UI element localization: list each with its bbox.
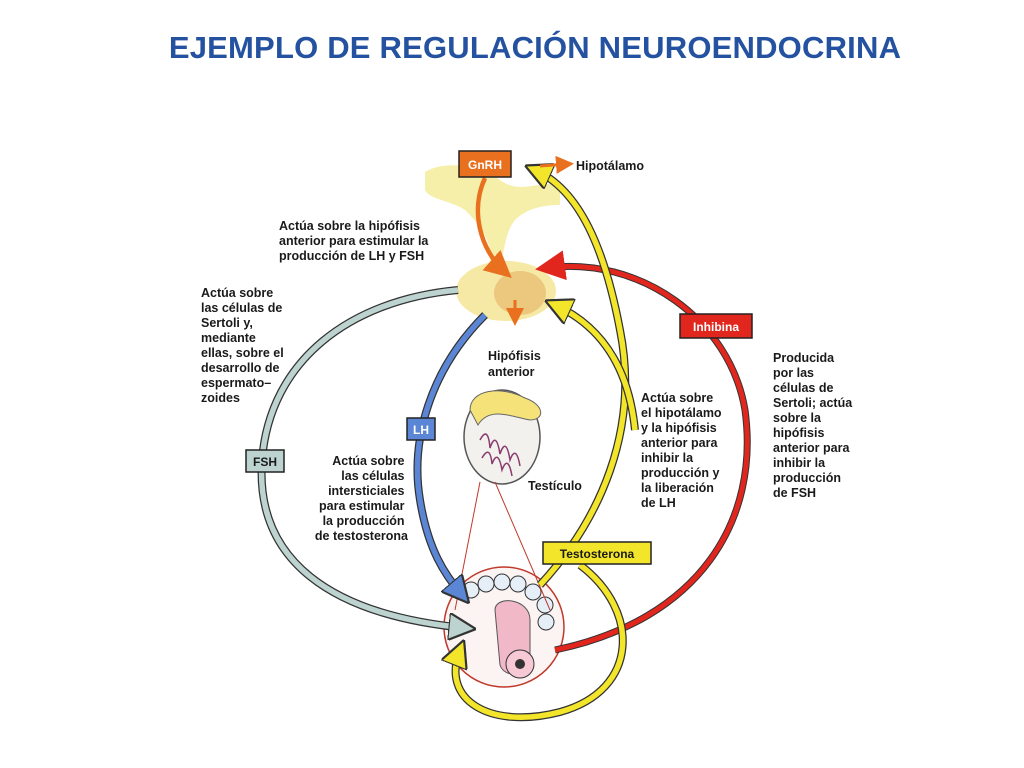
testosterona-action-text: Actúa sobre el hipotálamo y la hipófisis… <box>641 391 725 510</box>
fsh-action-text: Actúa sobre las células de Sertoli y, me… <box>201 286 287 405</box>
lh-action-text: Actúa sobre las células intersticiales p… <box>315 454 409 543</box>
lh-box-label: LH <box>413 423 429 437</box>
zoom-line-right <box>494 481 551 611</box>
testis-illustration <box>463 389 542 485</box>
fsh-box-label: FSH <box>253 455 277 469</box>
hypothalamus-shape <box>425 165 560 265</box>
inhibina-box-label: Inhibina <box>693 320 739 334</box>
gnrh-box-label: GnRH <box>468 158 502 172</box>
hipotalamo-label: Hipotálamo <box>576 159 644 173</box>
inhibina-box: Inhibina <box>679 313 753 339</box>
gnrh-action-text: Actúa sobre la hipófisis anterior para e… <box>279 219 432 263</box>
pituitary-center <box>494 271 546 315</box>
gnrh-pathway <box>475 177 512 278</box>
hipofisis-label: Hipófisis anterior <box>488 349 544 379</box>
testosterona-box: Testosterona <box>542 541 652 565</box>
inhibina-action-text: Producida por las células de Sertoli; ac… <box>773 351 856 500</box>
hipotalamo-pointer <box>539 155 574 174</box>
testosterona-to-hypothalamus <box>533 166 630 588</box>
lh-box: LH <box>406 417 436 441</box>
page-title: EJEMPLO DE REGULACIÓN NEUROENDOCRINA <box>168 30 902 65</box>
testiculo-label: Testículo <box>528 479 582 493</box>
testosterona-box-label: Testosterona <box>560 547 635 561</box>
fsh-box: FSH <box>245 449 285 473</box>
gnrh-box: GnRH <box>458 150 512 178</box>
